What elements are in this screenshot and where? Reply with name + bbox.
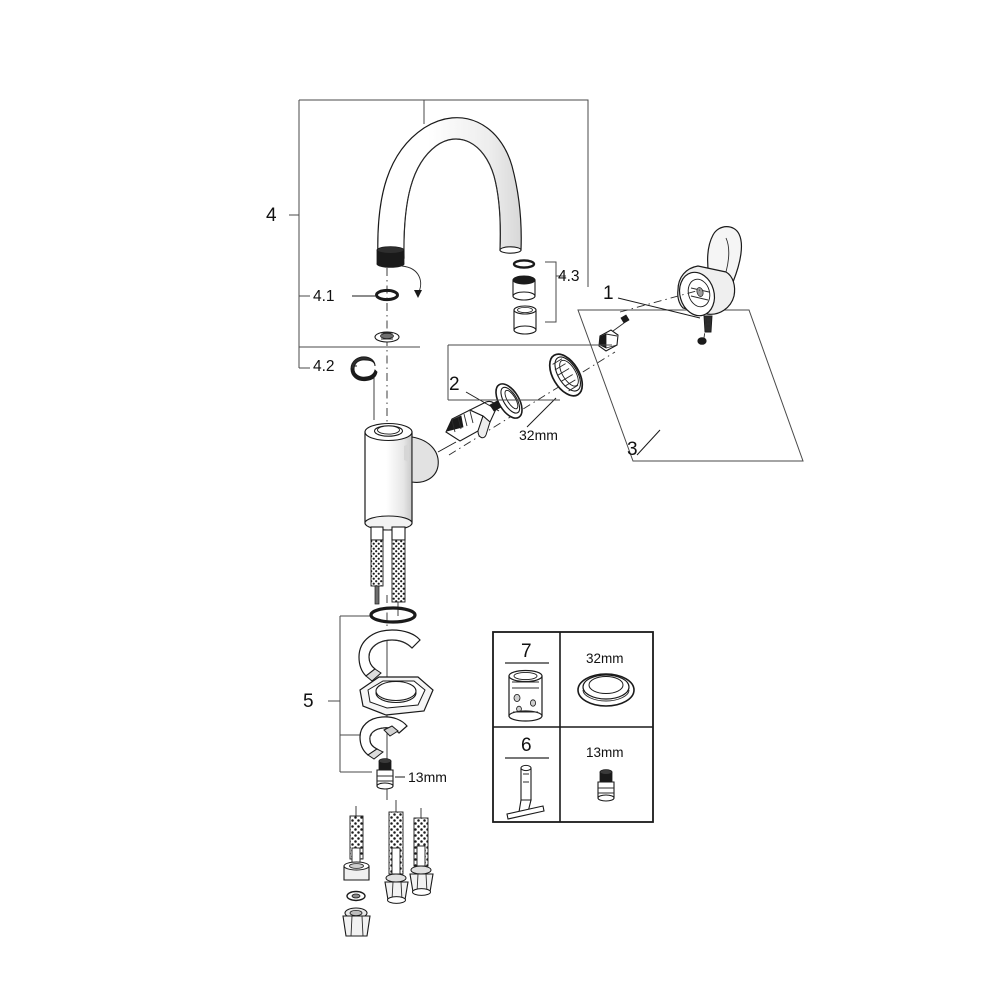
supply-hose-right [409, 808, 434, 896]
callout-label-5: 5 [303, 691, 314, 712]
cartridge-seal [495, 383, 523, 419]
supply-hose-middle [384, 800, 409, 904]
parts-table [492, 631, 654, 823]
table-row-7-dimension: 32mm [586, 651, 624, 666]
socket-tool-icon [508, 669, 543, 722]
callout-3-leader [636, 429, 661, 456]
lever-handle [677, 226, 743, 317]
callout-label-2: 2 [449, 374, 460, 395]
hose-seal-washer [346, 890, 366, 902]
mounting-nut-13mm [376, 758, 394, 790]
callout-label-4-1: 4.1 [313, 288, 335, 305]
supply-hose-stubs [370, 526, 406, 616]
callout-4-bracket [289, 99, 589, 369]
handle-axis [619, 289, 708, 339]
table-row-6-number: 6 [521, 735, 532, 756]
hose-coupling-nut [342, 907, 371, 937]
callout-label-3: 3 [627, 439, 638, 460]
dimension-label-32mm: 32mm [519, 427, 558, 443]
aerator-bushing-stack [512, 259, 537, 335]
callout-5-bracket [328, 615, 372, 773]
dimension-32mm-leader [526, 397, 557, 428]
callout-1-leader [617, 297, 701, 319]
cartridge-axis [448, 351, 616, 456]
upper-saddle-washer [358, 629, 421, 682]
callout-label-4-2: 4.2 [313, 358, 335, 375]
cartridge-ring-32mm-icon [577, 673, 635, 707]
hex-mounting-plate [359, 676, 434, 716]
cartridge-screw [612, 314, 630, 332]
spout-o-ring [375, 288, 399, 302]
swan-neck-spout [376, 117, 522, 298]
callout-2-leader [465, 391, 500, 412]
supply-hose-left [343, 806, 370, 881]
table-row-7-number: 7 [521, 641, 532, 662]
callout-4-3-bracket [545, 261, 566, 323]
allen-key-tool-icon [506, 764, 545, 820]
callout-label-1: 1 [603, 283, 614, 304]
retaining-clip [350, 356, 378, 404]
grub-screw [703, 315, 713, 333]
base-o-ring [369, 606, 417, 624]
table-row-6-dimension: 13mm [586, 745, 624, 760]
mounting-nut-13mm-icon [597, 769, 615, 802]
callout-label-4: 4 [266, 205, 277, 226]
lower-saddle-washer [359, 716, 408, 760]
cartridge-ring-32mm [548, 353, 584, 397]
cap-plug [697, 337, 707, 345]
faucet-body [364, 404, 457, 531]
dimension-label-13mm: 13mm [408, 769, 447, 785]
spout-washer [374, 331, 400, 343]
callout-label-4-3: 4.3 [558, 268, 580, 285]
